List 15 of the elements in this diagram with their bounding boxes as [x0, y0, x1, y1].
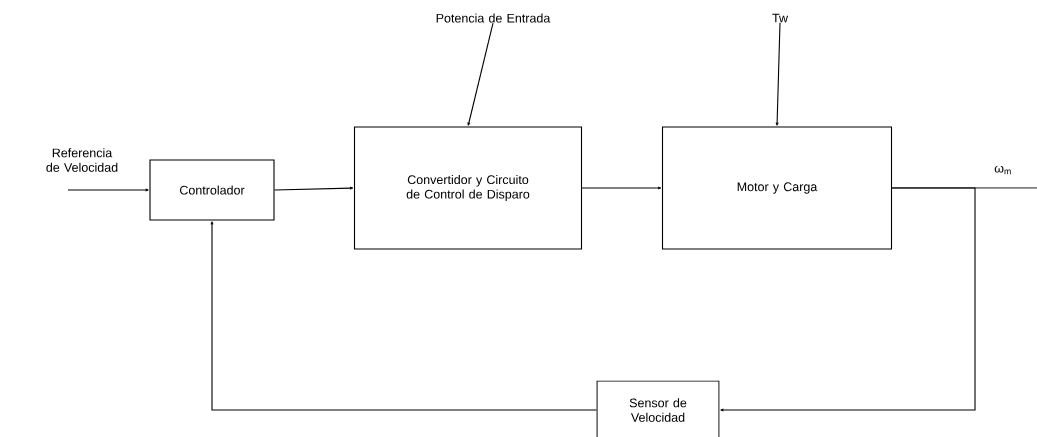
block-box: Sensor de Velocidad	[596, 380, 720, 437]
block-box: Motor y Carga	[661, 126, 893, 250]
signal-label: Potencia de Entrada	[436, 13, 551, 23]
block-box: Controlador	[149, 159, 275, 221]
signal-label: ω$_{m}$	[994, 165, 1011, 175]
signal-label: Referencia de Velocidad	[46, 148, 118, 172]
block-box: Convertidor y Circuito de Control de Disparo	[353, 126, 583, 250]
arrow	[775, 22, 781, 126]
arrow	[581, 186, 662, 190]
arrow	[720, 187, 976, 412]
signal-label: Tw	[772, 13, 789, 23]
arrow	[210, 221, 597, 411]
arrow	[467, 22, 494, 126]
arrow	[274, 186, 354, 191]
arrow	[67, 188, 149, 192]
